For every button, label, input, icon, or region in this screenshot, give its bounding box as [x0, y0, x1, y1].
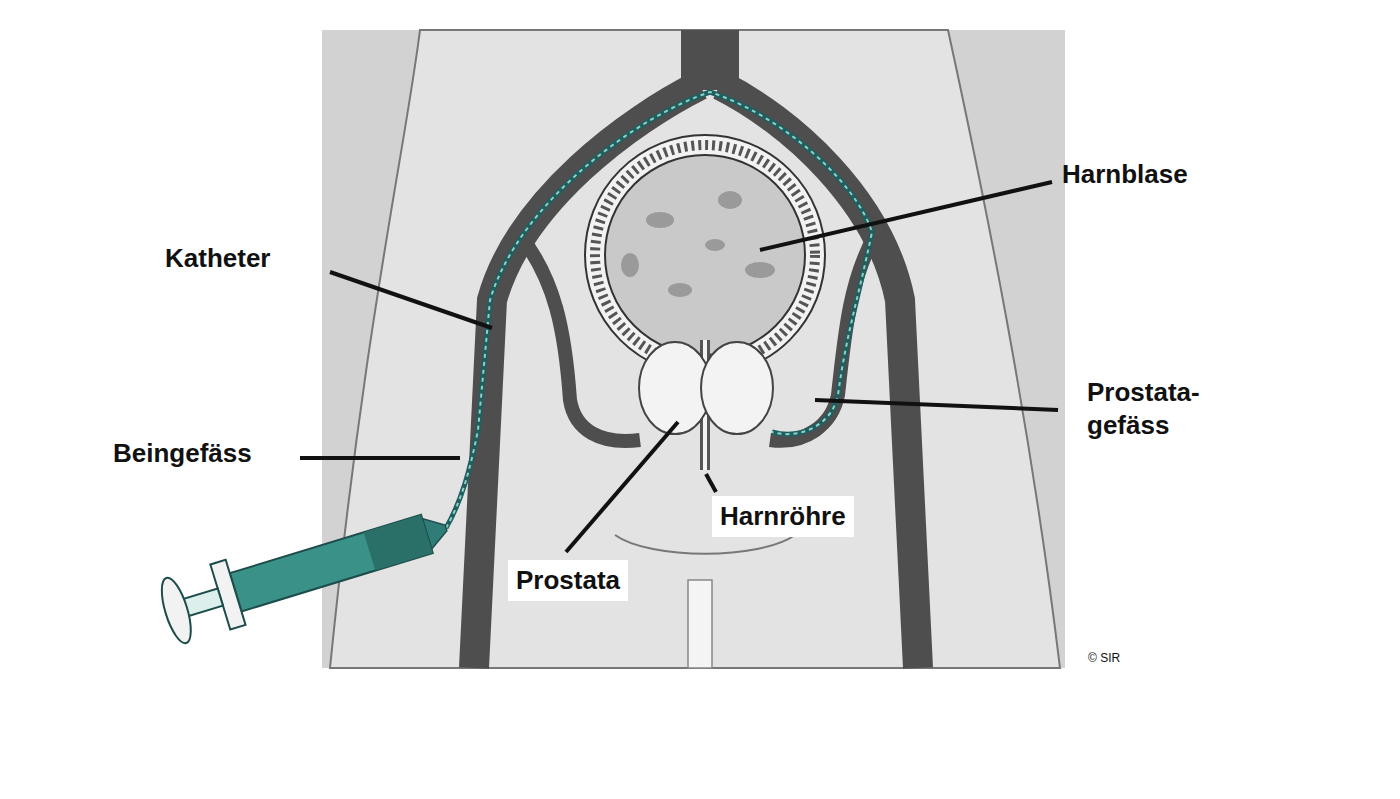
part-label: Beingefäss	[113, 437, 252, 470]
bladder-wall	[585, 135, 825, 375]
part-label: Katheter	[165, 242, 270, 275]
part-label: © SIR	[1088, 651, 1120, 666]
catheter-pattern	[446, 92, 872, 528]
catheter	[446, 92, 872, 528]
part-label: Harnröhre	[712, 496, 854, 537]
vessels	[474, 30, 918, 668]
syringe	[156, 495, 456, 646]
perineum	[688, 580, 712, 668]
part-label: Prostata- gefäss	[1087, 376, 1227, 441]
leader-lines	[300, 182, 1058, 552]
part-label: Harnblase	[1062, 158, 1188, 191]
bladder-mottling	[621, 191, 775, 297]
prostate-lobe	[701, 342, 773, 434]
part-label: Prostata	[508, 560, 628, 601]
bladder-texture	[595, 145, 815, 365]
bladder-lumen	[605, 155, 805, 355]
background-panel	[322, 30, 1065, 668]
body-silhouette	[330, 30, 1060, 668]
crotch-contour	[615, 535, 795, 554]
